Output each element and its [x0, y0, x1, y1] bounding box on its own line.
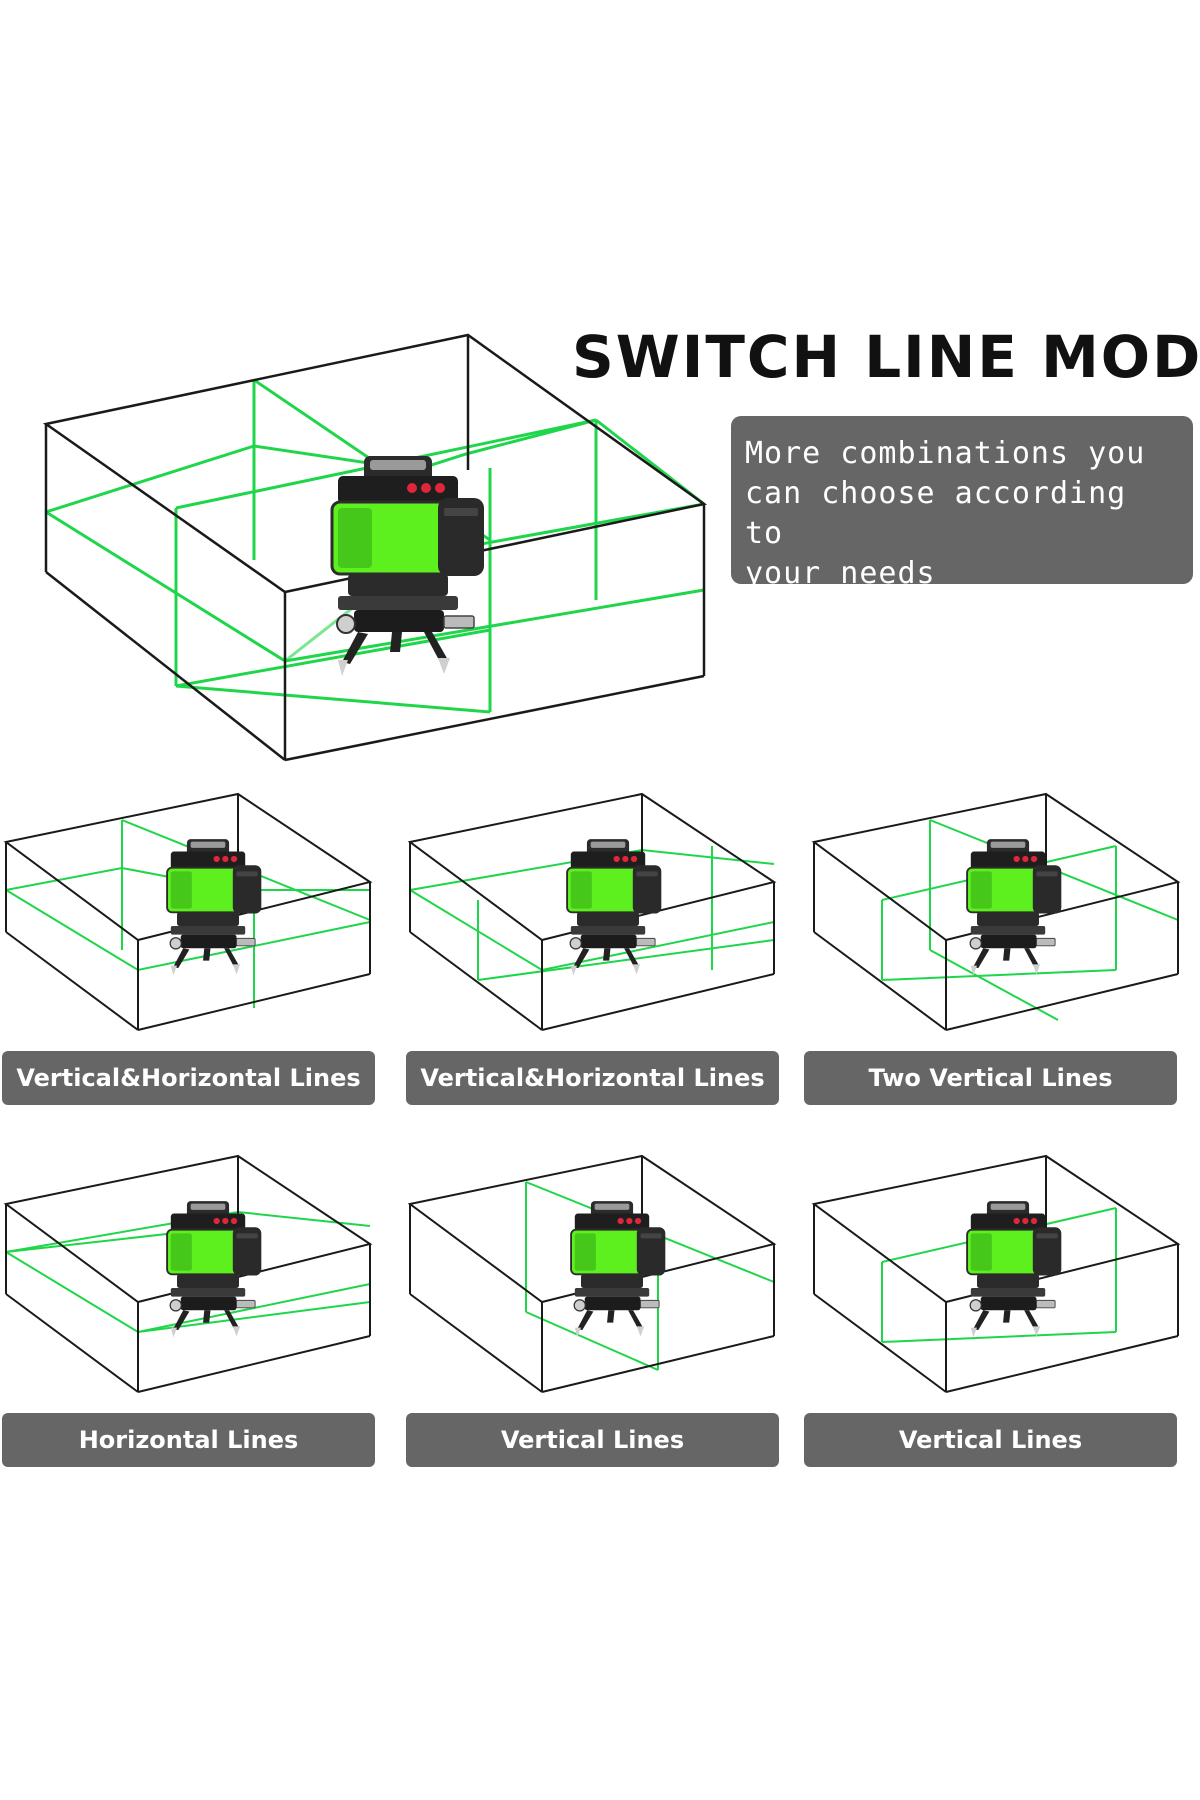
mode-label-6: Vertical Lines: [804, 1413, 1177, 1467]
description-box: More combinations you can choose accordi…: [731, 416, 1193, 591]
description-text: More combinations you can choose accordi…: [745, 436, 1146, 591]
mode-label-1: Vertical&Horizontal Lines: [2, 1051, 375, 1105]
mode-4-illustration: [3, 1154, 373, 1393]
mode-3-illustration: [811, 792, 1181, 1031]
mode-2-illustration: [407, 792, 777, 1031]
mode-label-2: Vertical&Horizontal Lines: [406, 1051, 779, 1105]
hero-laser-level-icon: [330, 454, 486, 678]
hero-room-frame: [42, 333, 708, 762]
mode-label-3: Two Vertical Lines: [804, 1051, 1177, 1105]
mode-6-illustration: [811, 1154, 1181, 1393]
hero-room-illustration: [42, 333, 708, 762]
mode-5-illustration: [407, 1154, 777, 1393]
page-title: SWITCH LINE MODE: [572, 323, 1200, 391]
mode-label-5: Vertical Lines: [406, 1413, 779, 1467]
mode-label-4: Horizontal Lines: [2, 1413, 375, 1467]
mode-1-illustration: [3, 792, 373, 1031]
